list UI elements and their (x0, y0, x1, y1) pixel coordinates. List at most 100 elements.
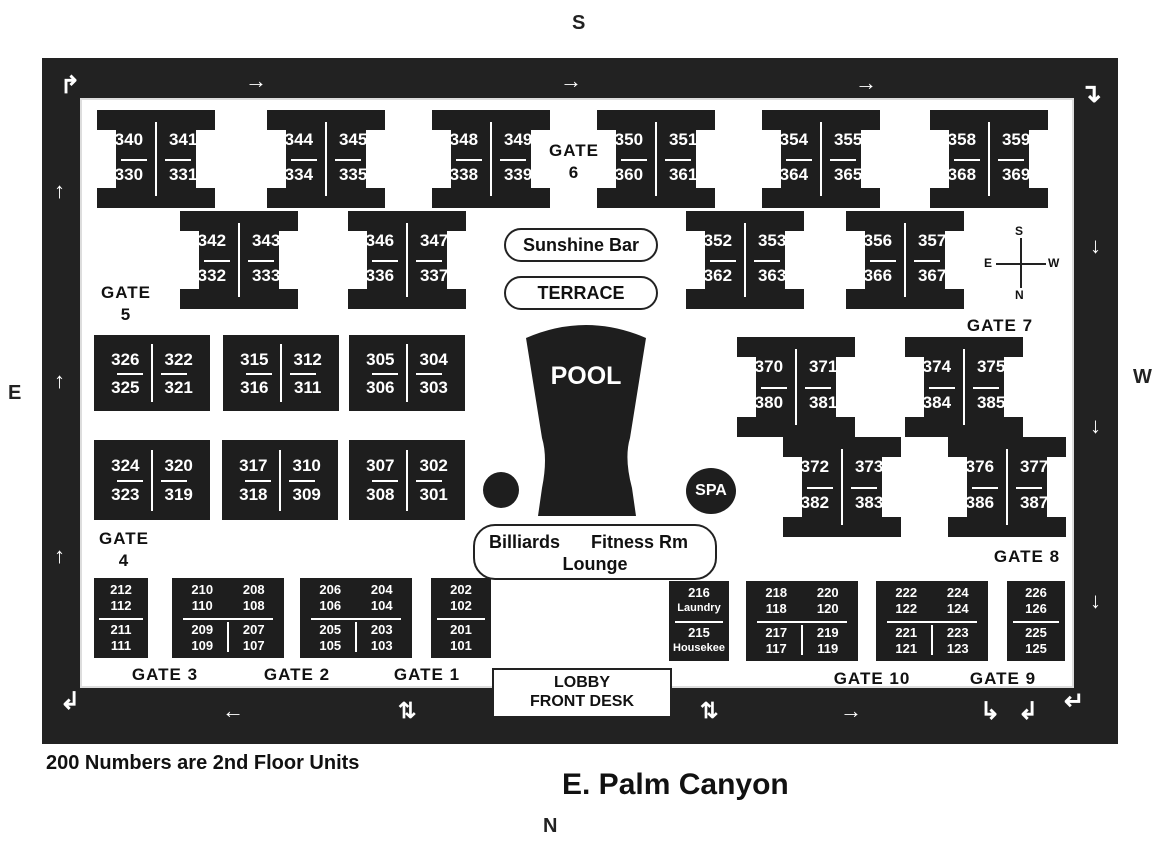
floor-divider (998, 159, 1024, 161)
terrace[interactable]: TERRACE (504, 276, 658, 310)
unit-348: 348 (449, 130, 479, 149)
pool-label[interactable]: POOL (550, 362, 622, 390)
floor-divider (807, 487, 833, 489)
sunshine-bar[interactable]: Sunshine Bar (504, 228, 658, 262)
unit-label: 111 (110, 638, 132, 653)
floor-divider (245, 480, 271, 482)
unit-divider (841, 449, 843, 525)
unit-325: 325 (111, 378, 140, 397)
unit-121: 121 (895, 641, 918, 656)
floor-divider (675, 621, 723, 623)
unit-347: 347 (419, 231, 449, 250)
unit-221: 221 (895, 625, 918, 640)
gate-9-label: GATE 9 (969, 669, 1037, 688)
floor-divider (372, 373, 398, 375)
unit-label: 216 (688, 585, 710, 600)
unit-label: 101 (450, 638, 472, 653)
hot-tub-icon (483, 472, 519, 508)
unit-divider (325, 122, 327, 196)
floor-divider (870, 260, 896, 262)
gate-3-label: GATE 3 (131, 665, 199, 684)
floor-divider (372, 480, 398, 482)
unit-316: 316 (240, 378, 269, 397)
unit-divider (1006, 449, 1008, 525)
unit-386: 386 (965, 493, 995, 512)
unit-122: 122 (895, 601, 918, 616)
billiards-fitness-lounge[interactable]: Billiards Fitness Rm Lounge (473, 524, 717, 580)
unit-335: 335 (338, 165, 368, 184)
unit-divider (963, 349, 965, 425)
gate-8-label: GATE 8 (993, 547, 1061, 566)
road-corner-arrow-icon: ↲ (60, 688, 81, 715)
lobby-front-desk[interactable]: LOBBY FRONT DESK (492, 668, 672, 718)
unit-118: 118 (765, 601, 787, 616)
road-corner-arrow-icon: ↵ (1064, 688, 1085, 715)
floor-divider (161, 373, 187, 375)
unit-321: 321 (164, 378, 193, 397)
unit-334: 334 (284, 165, 314, 184)
compass-north-label: N (543, 815, 558, 837)
floor-divider (851, 487, 877, 489)
floor-divider (754, 260, 780, 262)
unit-343: 343 (251, 231, 281, 250)
floor-divider (830, 159, 856, 161)
unit-divider (155, 122, 157, 196)
unit-367: 367 (917, 266, 947, 285)
floor-divider (887, 621, 977, 623)
floor-divider (437, 618, 485, 620)
unit-label: 215 (688, 625, 710, 640)
unit-375: 375 (976, 357, 1006, 376)
unit-319: 319 (164, 485, 193, 504)
road-arrow-right-icon: → (245, 68, 267, 93)
unit-303: 303 (419, 378, 448, 397)
road-arrow-right-icon: → (855, 70, 877, 95)
unit-312: 312 (293, 350, 322, 369)
unit-103: 103 (370, 638, 393, 653)
unit-368: 368 (947, 165, 977, 184)
unit-330: 330 (114, 165, 144, 184)
unit-311: 311 (293, 378, 322, 397)
floor-divider (973, 387, 999, 389)
unit-divider (795, 349, 797, 425)
unit-381: 381 (808, 393, 838, 412)
unit-345: 345 (338, 130, 368, 149)
spa[interactable]: SPA (686, 468, 736, 514)
unit-divider (655, 122, 657, 196)
unit-361: 361 (668, 165, 698, 184)
unit-108: 108 (242, 598, 265, 613)
floor-divider (99, 618, 143, 620)
unit-divider (279, 450, 281, 511)
unit-324: 324 (111, 456, 140, 475)
unit-label: 126 (1025, 601, 1047, 616)
unit-350: 350 (614, 130, 644, 149)
